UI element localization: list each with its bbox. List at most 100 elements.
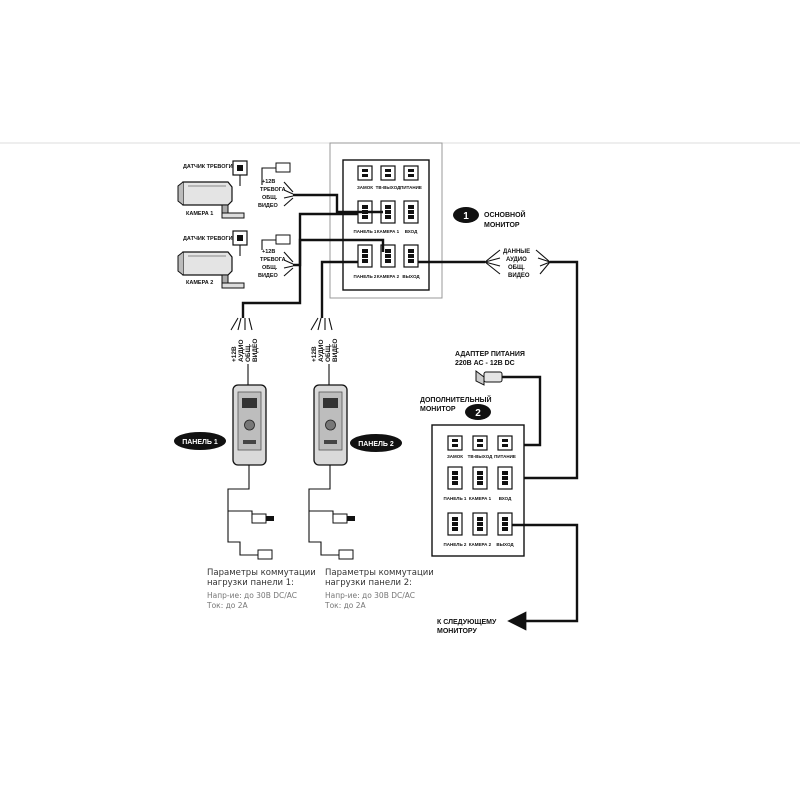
aux-label-panel1: ПАНЕЛЬ 1 [444, 496, 467, 501]
power-adapter-icon [475, 370, 503, 386]
main-label-panel2: ПАНЕЛЬ 2 [354, 274, 377, 279]
panel-2-label: ПАНЕЛЬ 2 [358, 441, 394, 448]
panel-2-wire-3: ОБЩ. [325, 344, 332, 362]
aux-label-panel2: ПАНЕЛЬ 2 [444, 542, 467, 547]
camera-1-wire-1: +12В [262, 179, 275, 185]
panel-1-group: +12В АУДИО ОБЩ. ВИДЕО ПАНЕЛЬ 1 Параметры… [174, 317, 316, 610]
camera-2-wire-3: ОБЩ. [262, 265, 278, 271]
adapter-label-2: 220В АС - 12В DC [455, 360, 515, 367]
door-panel-2-icon [313, 384, 348, 466]
main-port-tv-out [380, 165, 396, 181]
aux-label-camera1: КАМЕРА 1 [469, 496, 492, 501]
aux-monitor-title-2: МОНИТОР [420, 406, 456, 413]
camera-2-icon [177, 251, 245, 289]
main-label-camera1: КАМЕРА 1 [377, 229, 400, 234]
aux-label-out: ВЫХОД [496, 542, 514, 547]
main-monitor-badge [453, 207, 479, 223]
aux-port-power [497, 435, 513, 451]
main-monitor-badge-number: 1 [463, 211, 469, 222]
aux-port-panel2 [447, 512, 463, 536]
main-label-power: ПИТАНИЕ [400, 185, 422, 190]
main-port-in [403, 200, 419, 224]
aux-label-tv-out: ТВ-ВЫХОД [468, 454, 493, 459]
next-monitor-label-1: К СЛЕДУЮЩЕМУ [437, 619, 497, 626]
main-label-camera2: КАМЕРА 2 [377, 274, 400, 279]
camera-2-sensor-label: ДАТЧИК ТРЕВОГИ 2 [183, 236, 237, 242]
wire-adapter [502, 375, 542, 447]
main-label-in: ВХОД [405, 229, 418, 234]
main-label-lock: ЗАМОК [357, 185, 373, 190]
panel-2-load-connector [338, 549, 354, 560]
panel-1-wire-3: ОБЩ. [245, 344, 252, 362]
panel-2-params-line-1: Параметры коммутации [325, 568, 434, 578]
main-monitor-title-1: ОСНОВНОЙ [484, 210, 526, 219]
camera-1-label: КАМЕРА 1 [186, 211, 213, 217]
camera-2-wire-1: +12В [262, 249, 275, 255]
bus-wire-4: ВИДЕО [508, 273, 530, 279]
aux-monitor-badge-number: 2 [475, 408, 481, 419]
panel-1-wire-4: ВИДЕО [252, 339, 259, 362]
camera-1-wire-4: ВИДЕО [258, 203, 279, 209]
aux-port-camera2 [472, 512, 488, 536]
panel-2-current: Ток: до 2А [324, 601, 367, 610]
aux-port-lock [447, 435, 463, 451]
next-monitor-label-2: МОНИТОРУ [437, 628, 477, 635]
panel-1-badge [174, 432, 226, 450]
main-port-out [403, 244, 419, 268]
camera-1-sensor-label: ДАТЧИК ТРЕВОГИ 1 [183, 164, 237, 170]
panel-2-group: +12В АУДИО ОБЩ. ВИДЕО ПАНЕЛЬ 2 Параметры… [308, 317, 434, 610]
wire-bus-down [512, 260, 579, 480]
panel-2-lock-connector [332, 513, 348, 524]
wire-next-monitor [507, 523, 579, 631]
main-label-panel1: ПАНЕЛЬ 1 [354, 229, 377, 234]
bus-wire-1: ДАННЫЕ [503, 249, 530, 255]
main-monitor: ЗАМОК ТВ-ВЫХОД ПИТАНИЕ ПАНЕЛЬ 1 КАМЕРА 1… [342, 159, 430, 291]
bus-wire-3: ОБЩ. [508, 265, 525, 271]
main-port-camera1 [380, 200, 396, 224]
panel-1-load-connector [257, 549, 273, 560]
camera-1-group: ДАТЧИК ТРЕВОГИ 1 КАМЕРА 1 +12В ТРЕВОГА О… [177, 160, 294, 219]
panel-2-wire-2: АУДИО [318, 339, 325, 362]
wire-panel-2 [320, 260, 358, 318]
bus-wire-2: АУДИО [506, 257, 527, 263]
panel-2-badge [350, 434, 402, 452]
camera-1-icon [177, 181, 245, 219]
panel-1-wire-1: +12В [231, 346, 238, 362]
aux-port-camera1 [472, 466, 488, 490]
wire-camera-1 [293, 193, 383, 214]
aux-port-panel1 [447, 466, 463, 490]
wire-panel-1 [241, 212, 358, 318]
camera-2-wire-2: ТРЕВОГА [260, 257, 286, 263]
panel-2-wire-4: ВИДЕО [332, 339, 339, 362]
panel-1-params-line-2: нагрузки панели 1: [207, 578, 294, 588]
aux-label-in: ВХОД [499, 496, 512, 501]
camera-2-label: КАМЕРА 2 [186, 280, 213, 286]
aux-port-out [497, 512, 513, 536]
door-panel-1-icon [232, 384, 267, 466]
camera-1-wire-2: ТРЕВОГА [260, 187, 286, 193]
aux-port-in [497, 466, 513, 490]
main-monitor-title-2: МОНИТОР [484, 222, 520, 229]
panel-1-params-line-1: Параметры коммутации [207, 568, 316, 578]
aux-label-lock: ЗАМОК [447, 454, 463, 459]
camera-2-group: ДАТЧИК ТРЕВОГИ 2 КАМЕРА 2 +12В ТРЕВОГА О… [177, 230, 294, 289]
panel-2-wire-1: +12В [311, 346, 318, 362]
panel-1-lock-connector [251, 513, 267, 524]
panel-1-voltage: Напр-ие: до 30В DC/AC [207, 591, 297, 600]
panel-1-current: Ток: до 2А [206, 601, 249, 610]
panel-1-label: ПАНЕЛЬ 1 [182, 439, 218, 446]
camera-1-connector [275, 162, 291, 173]
aux-monitor-title-1: ДОПОЛНИТЕЛЬНЫЙ [420, 395, 492, 404]
aux-label-camera2: КАМЕРА 2 [469, 542, 492, 547]
aux-label-power: ПИТАНИЕ [494, 454, 516, 459]
panel-2-params-line-2: нагрузки панели 2: [325, 578, 412, 588]
aux-monitor: ЗАМОК ТВ-ВЫХОД ПИТАНИЕ ПАНЕЛЬ 1 КАМЕРА 1… [431, 424, 525, 557]
panel-1-wire-2: АУДИО [238, 339, 245, 362]
camera-1-wire-3: ОБЩ. [262, 195, 278, 201]
main-label-out: ВЫХОД [402, 274, 420, 279]
camera-2-wire-4: ВИДЕО [258, 273, 279, 279]
main-port-power [403, 165, 419, 181]
main-port-panel2 [357, 244, 373, 268]
adapter-label-1: АДАПТЕР ПИТАНИЯ [455, 351, 525, 358]
